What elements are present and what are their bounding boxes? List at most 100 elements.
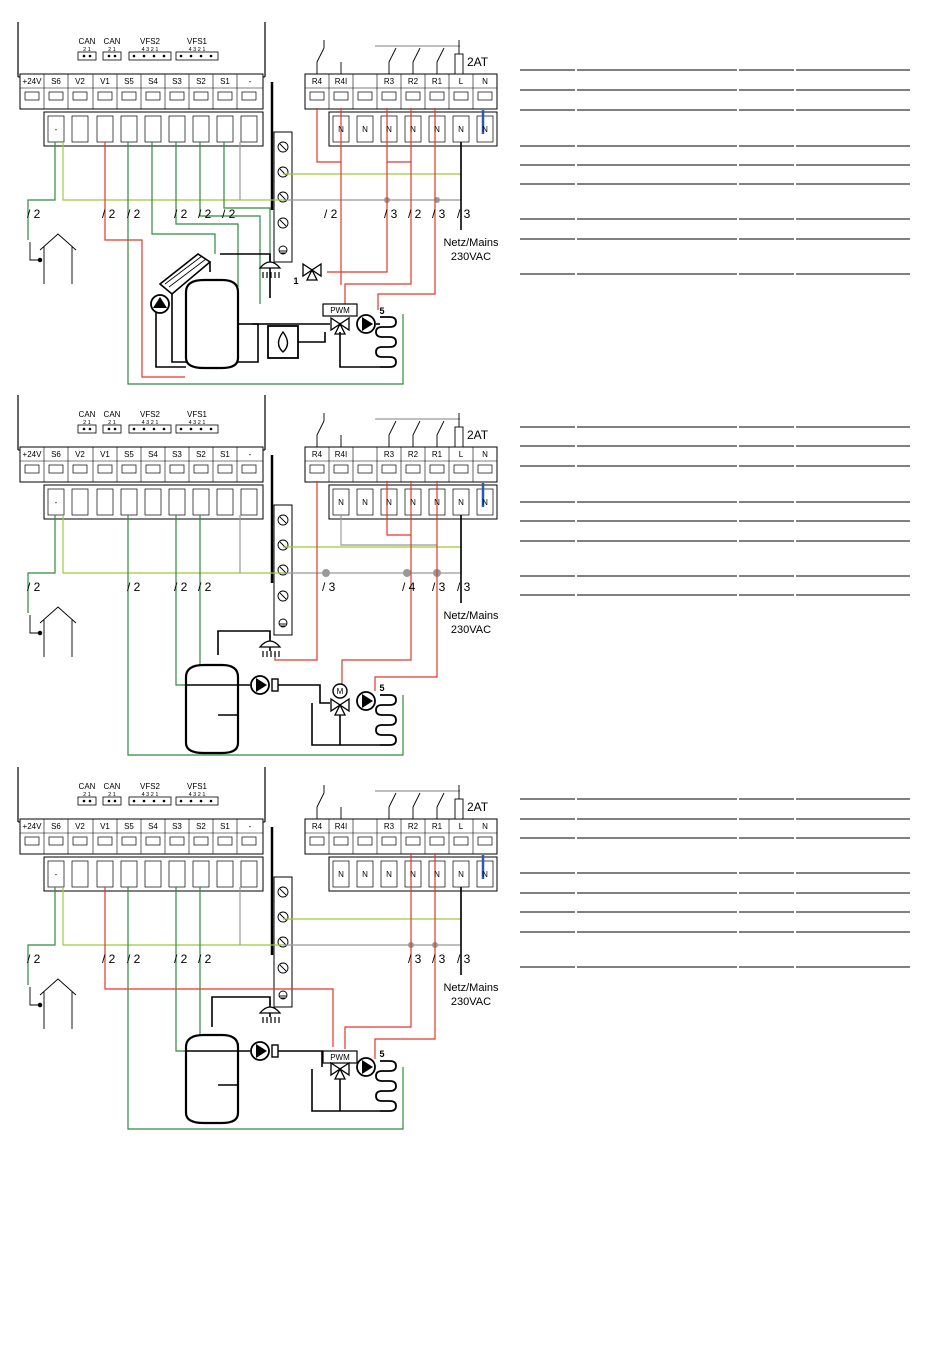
cable-count-label: / 3	[432, 952, 446, 966]
neutral-clamp-label: N	[458, 870, 464, 879]
cable-count-label: / 2	[174, 580, 188, 594]
vfs1-pins: 4 3 2 1	[189, 47, 206, 53]
relay-terminal-l-label: L	[459, 450, 464, 459]
vfs1-label: VFS1	[187, 410, 208, 419]
relay-terminal-l-label: L	[459, 77, 464, 86]
neutral-clamp-label: N	[386, 498, 392, 507]
wiring-diagram-1: 1 PWM 5	[16, 20, 499, 385]
terminal-s6-label: S6	[51, 77, 61, 86]
neutral-clamp-label: N	[434, 125, 440, 134]
terminal-s5-label: S5	[124, 77, 134, 86]
terminal-s3-label: S3	[172, 450, 182, 459]
vfs2-pins: 4 3 2 1	[142, 792, 159, 798]
terminal-s1-label: S1	[220, 77, 230, 86]
valve-number-label: 1	[293, 276, 298, 286]
diagram-1-hydraulics: 1 PWM 5	[150, 253, 397, 370]
diagram-1-wires	[27, 108, 485, 385]
terminal-s4-label: S4	[148, 77, 158, 86]
terminal-v2-label: V2	[75, 822, 85, 831]
ground-clamp-label: -	[55, 125, 58, 134]
cable-count-label: / 3	[432, 207, 446, 221]
terminal-v1-label: V1	[100, 822, 110, 831]
table-2	[520, 426, 910, 596]
table-3	[520, 798, 910, 968]
cable-count-label: / 3	[457, 952, 471, 966]
cable-count-label: / 4	[402, 580, 416, 594]
cable-count-label: / 3	[457, 207, 471, 221]
can2-pins: 2 1	[108, 792, 116, 798]
relay-terminal-r1-label: R1	[432, 450, 443, 459]
terminal-s6-label: S6	[51, 822, 61, 831]
can2-label: CAN	[104, 410, 121, 419]
neutral-clamp-label: N	[434, 870, 440, 879]
mains-voltage-label: 230VAC	[451, 996, 491, 1008]
neutral-clamp-label: N	[434, 498, 440, 507]
cable-count-label: / 3	[322, 580, 336, 594]
neutral-clamp-label: N	[338, 125, 344, 134]
coil-number-label-3: 5	[379, 1049, 384, 1059]
cable-count-label: / 2	[198, 207, 212, 221]
relay-terminal-r4i-label: R4I	[335, 822, 347, 831]
diagram-2-wires	[27, 481, 485, 756]
relay-terminal-r1-label: R1	[432, 822, 443, 831]
relay-terminal-r4i-label: R4I	[335, 77, 347, 86]
mains-label: Netz/Mains	[443, 982, 499, 994]
relay-terminal-r2-label: R2	[408, 450, 419, 459]
cable-count-label: / 3	[408, 952, 422, 966]
neutral-clamp-label: N	[410, 498, 416, 507]
pwm-label-1: PWM	[330, 306, 350, 315]
relay-terminal-r3-label: R3	[384, 822, 395, 831]
pwm-label-3: PWM	[330, 1053, 350, 1062]
neutral-clamp-label: N	[458, 125, 464, 134]
empty-table-rules	[520, 60, 910, 1000]
terminal-24v-label: +24V	[23, 77, 43, 86]
vfs1-label: VFS1	[187, 37, 208, 46]
relay-terminal-r2-label: R2	[408, 822, 419, 831]
terminal-s2-label: S2	[196, 450, 206, 459]
ground-clamp-label: -	[55, 870, 58, 879]
ground-clamp-label: -	[55, 498, 58, 507]
relay-terminal-r4-label: R4	[312, 822, 323, 831]
terminal-v1-label: V1	[100, 77, 110, 86]
mains-voltage-label: 230VAC	[451, 624, 491, 636]
cable-count-label: / 2	[222, 207, 236, 221]
terminal--label: -	[249, 77, 252, 86]
can2-pins: 2 1	[108, 47, 116, 53]
mains-voltage-label: 230VAC	[451, 251, 491, 263]
neutral-clamp-label: N	[482, 870, 488, 879]
neutral-clamp-label: N	[362, 498, 368, 507]
terminal--label: -	[249, 450, 252, 459]
terminal-s4-label: S4	[148, 450, 158, 459]
diagram-3-wires	[27, 853, 485, 1130]
panel-labels: CAN CAN VFS2 VFS1 2 1 2 1 4 3 2 1 4 3 2 1 +24V S6…	[23, 37, 499, 1008]
neutral-clamp-label: N	[338, 870, 344, 879]
can2-pins: 2 1	[108, 420, 116, 426]
terminal-s5-label: S5	[124, 822, 134, 831]
neutral-clamp-label: N	[482, 125, 488, 134]
relay-terminal-n-label: N	[482, 450, 488, 459]
vfs2-label: VFS2	[140, 782, 161, 791]
vfs1-pins: 4 3 2 1	[189, 420, 206, 426]
can2-label: CAN	[104, 37, 121, 46]
cable-count-label: / 2	[27, 580, 41, 594]
relay-terminal-r3-label: R3	[384, 450, 395, 459]
cable-count-label: / 2	[127, 580, 141, 594]
vfs1-label: VFS1	[187, 782, 208, 791]
terminal-v1-label: V1	[100, 450, 110, 459]
cable-count-label: / 2	[198, 580, 212, 594]
neutral-clamp-label: N	[362, 125, 368, 134]
terminal-s1-label: S1	[220, 450, 230, 459]
terminal-s2-label: S2	[196, 77, 206, 86]
terminal-s2-label: S2	[196, 822, 206, 831]
neutral-clamp-label: N	[410, 870, 416, 879]
cable-count-label: / 2	[27, 207, 41, 221]
cable-count-label: / 2	[174, 952, 188, 966]
diagram-3-hydraulics: PWM 5	[184, 996, 397, 1125]
terminal-24v-label: +24V	[23, 450, 43, 459]
terminal--label: -	[249, 822, 252, 831]
neutral-clamp-label: N	[386, 870, 392, 879]
terminal-s5-label: S5	[124, 450, 134, 459]
relay-terminal-r3-label: R3	[384, 77, 395, 86]
cable-count-label: / 2	[27, 952, 41, 966]
